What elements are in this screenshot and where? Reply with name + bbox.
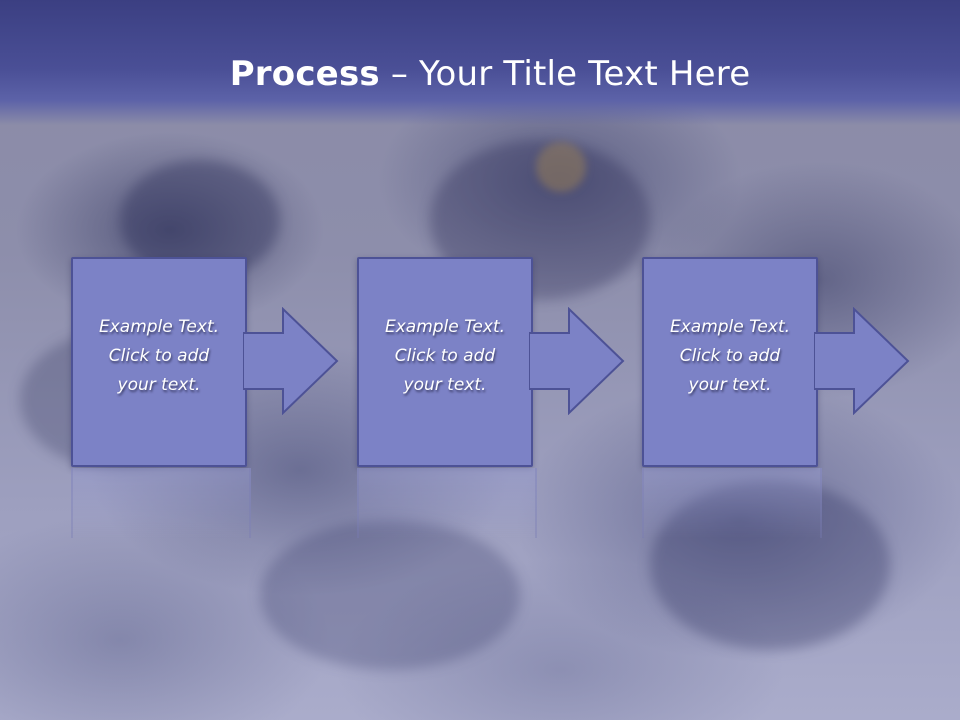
step-text-line: Example Text. bbox=[98, 317, 220, 337]
title-rest-text: – Your Title Text Here bbox=[379, 54, 751, 94]
step-box[interactable]: Example Text. Click to add your text. bbox=[357, 257, 533, 467]
step-text[interactable]: Example Text. Click to add your text. bbox=[359, 313, 531, 400]
process-step-1[interactable]: Example Text. Click to add your text. bbox=[71, 257, 339, 467]
right-arrow-icon bbox=[529, 307, 625, 415]
right-arrow-icon bbox=[243, 307, 339, 415]
step-text-line: your text. bbox=[688, 375, 772, 395]
step-text-line: your text. bbox=[117, 375, 201, 395]
step-reflection bbox=[642, 468, 822, 538]
process-step-2[interactable]: Example Text. Click to add your text. bbox=[357, 257, 625, 467]
step-text-line: your text. bbox=[403, 375, 487, 395]
step-text-line: Example Text. bbox=[669, 317, 791, 337]
title-bar bbox=[0, 0, 960, 125]
process-step-3[interactable]: Example Text. Click to add your text. bbox=[642, 257, 910, 467]
right-arrow-icon bbox=[814, 307, 910, 415]
step-text-line: Click to add bbox=[108, 346, 210, 366]
step-reflection bbox=[357, 468, 537, 538]
step-text-line: Click to add bbox=[394, 346, 496, 366]
background-texture bbox=[536, 142, 586, 192]
step-text[interactable]: Example Text. Click to add your text. bbox=[644, 313, 816, 400]
background-texture bbox=[260, 520, 520, 670]
step-text-line: Click to add bbox=[679, 346, 781, 366]
step-reflection bbox=[71, 468, 251, 538]
step-box[interactable]: Example Text. Click to add your text. bbox=[71, 257, 247, 467]
step-text-line: Example Text. bbox=[384, 317, 506, 337]
step-text[interactable]: Example Text. Click to add your text. bbox=[73, 313, 245, 400]
slide-title[interactable]: Process – Your Title Text Here bbox=[0, 54, 960, 94]
step-box[interactable]: Example Text. Click to add your text. bbox=[642, 257, 818, 467]
title-bold-text: Process bbox=[229, 54, 380, 94]
